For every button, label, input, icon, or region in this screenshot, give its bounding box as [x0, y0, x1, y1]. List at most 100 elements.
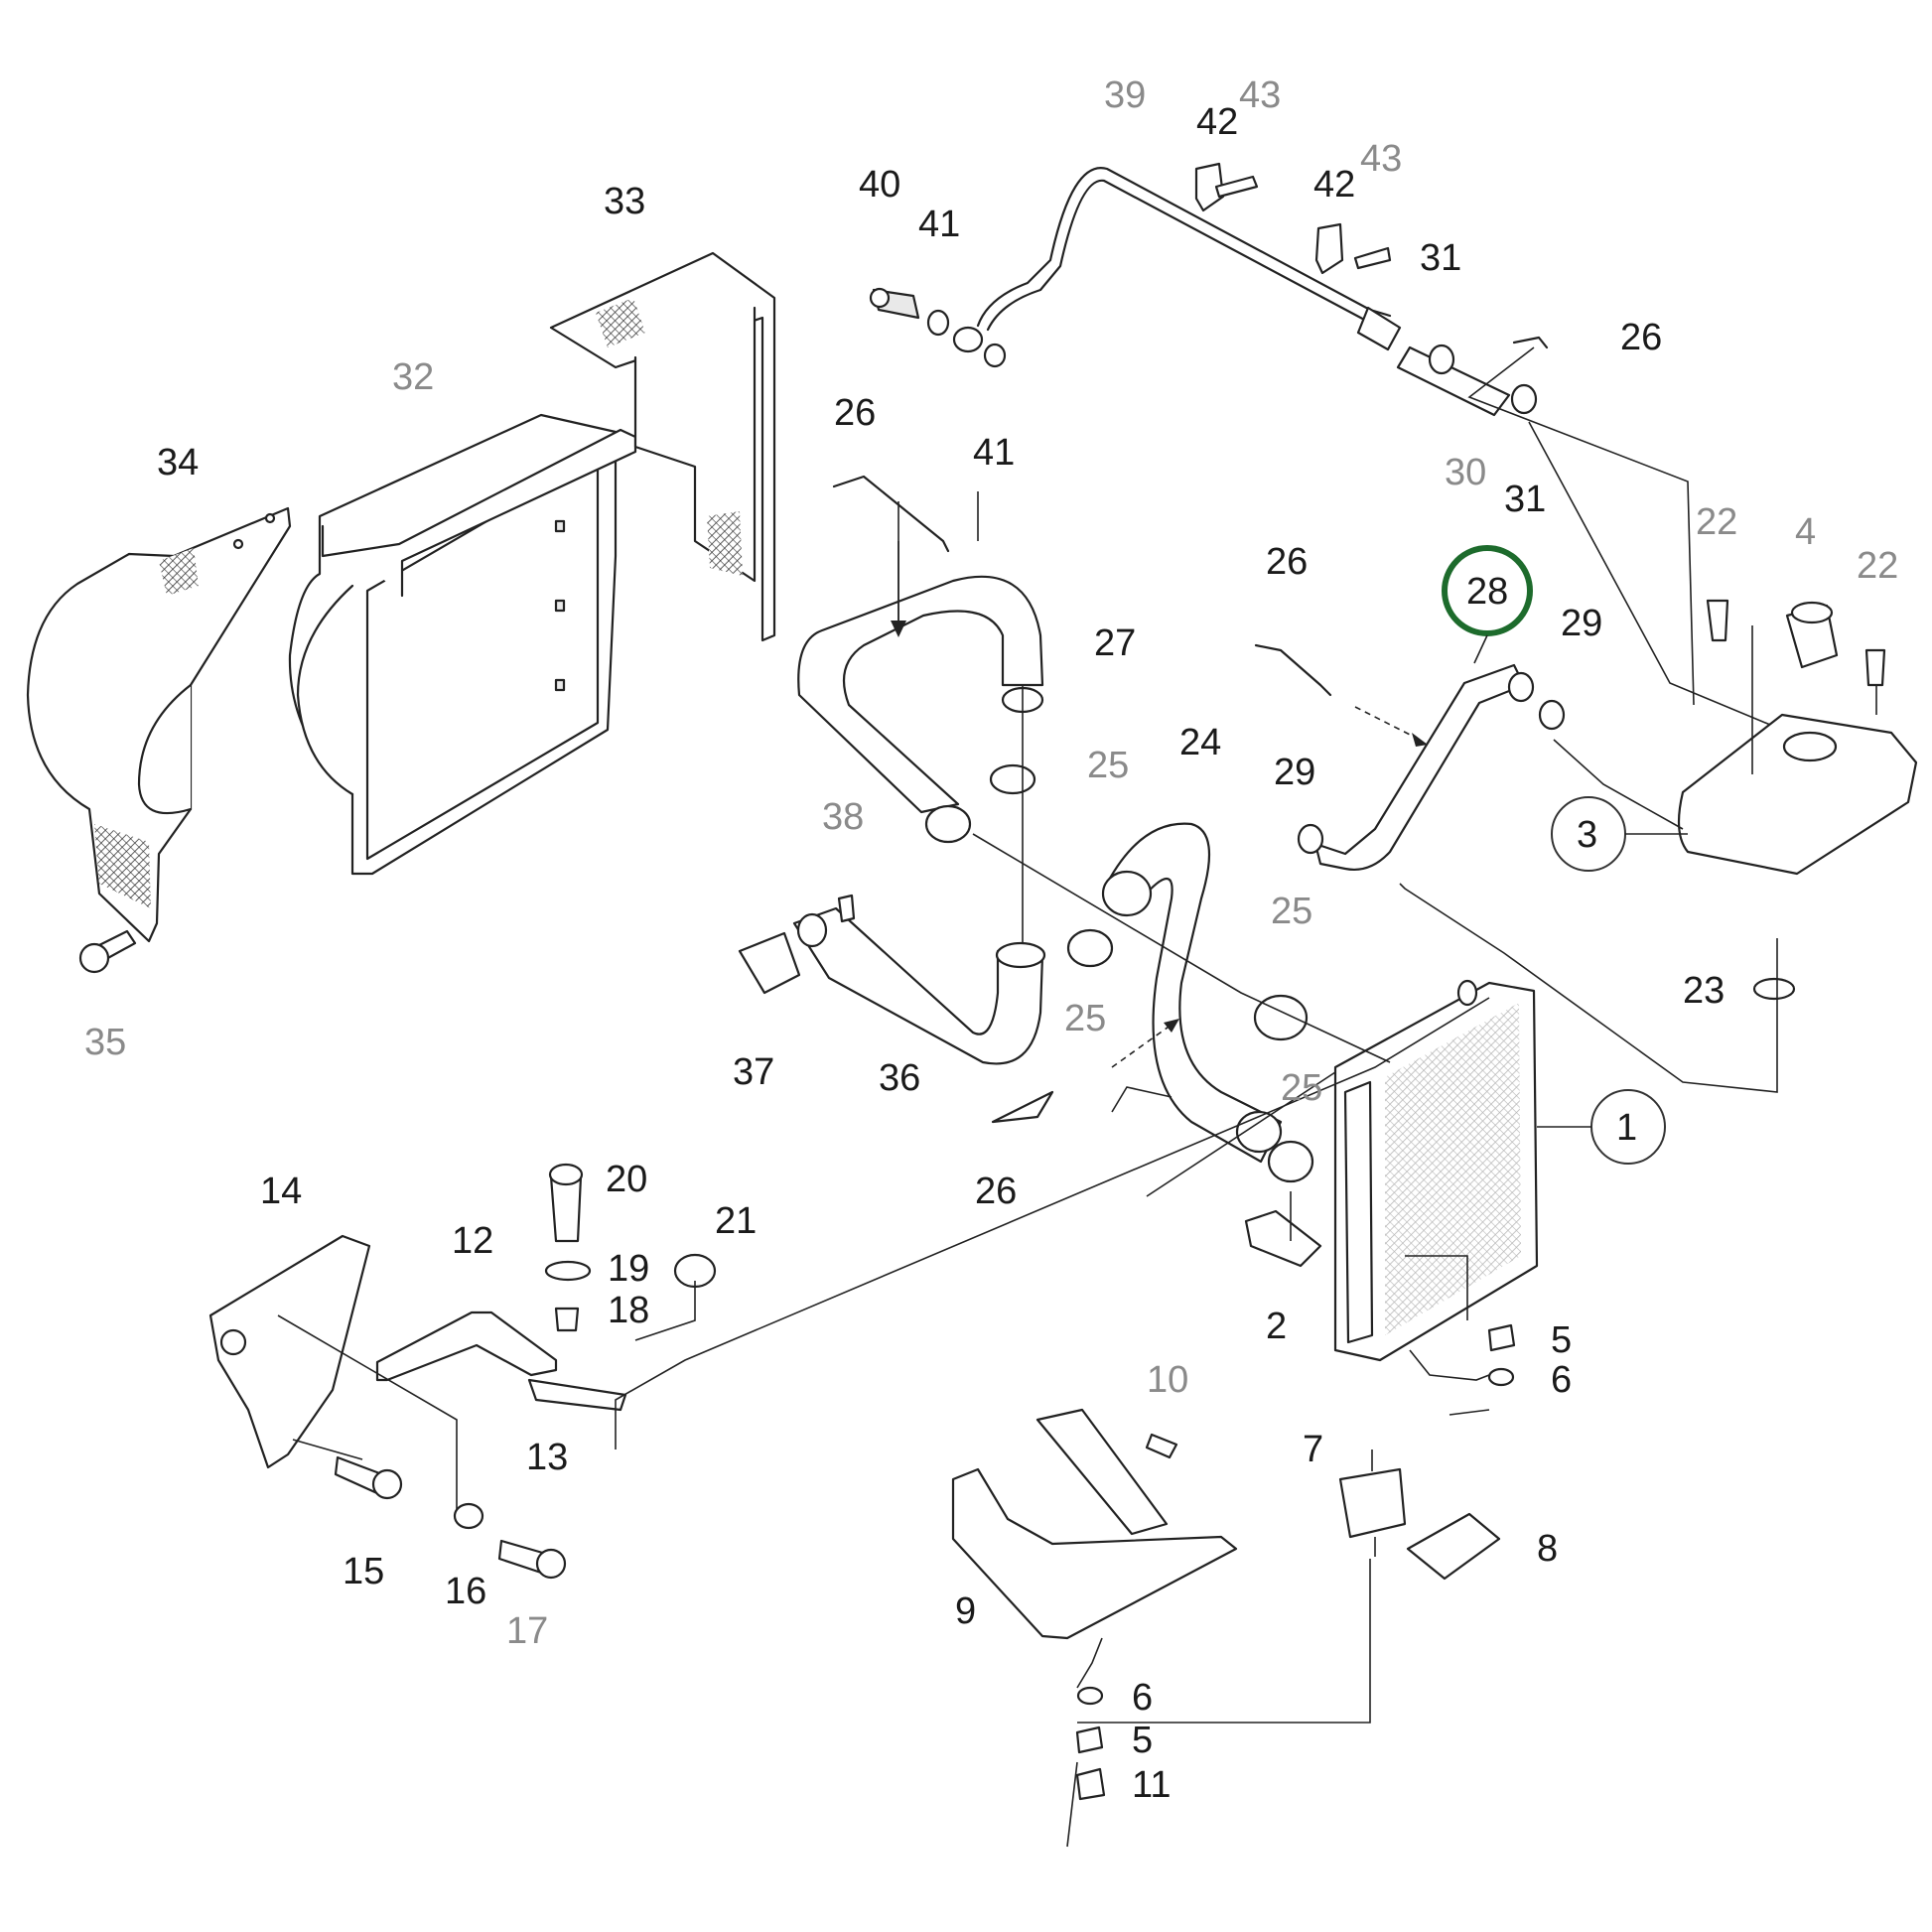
part-19-washer[interactable] — [544, 1260, 592, 1282]
label-3[interactable]: 3 — [1577, 814, 1597, 856]
part-39-pipe[interactable] — [976, 167, 1392, 332]
part-4-filler-cap[interactable] — [1785, 601, 1839, 669]
label-5b[interactable]: 5 — [1132, 1720, 1153, 1761]
label-8[interactable]: 8 — [1537, 1528, 1558, 1570]
part-7-rubber-mount[interactable] — [1338, 1449, 1407, 1557]
label-32[interactable]: 32 — [392, 356, 434, 398]
label-5a[interactable]: 5 — [1551, 1319, 1572, 1361]
label-1[interactable]: 1 — [1616, 1107, 1637, 1149]
label-20[interactable]: 20 — [606, 1159, 647, 1200]
part-15-bolt[interactable] — [334, 1455, 403, 1500]
label-10[interactable]: 10 — [1147, 1359, 1188, 1401]
part-35-bolt[interactable] — [78, 929, 137, 974]
label-42a[interactable]: 42 — [1196, 101, 1238, 143]
label-26a[interactable]: 26 — [834, 392, 876, 434]
label-30[interactable]: 30 — [1445, 452, 1486, 493]
label-37[interactable]: 37 — [733, 1051, 774, 1093]
part-41-seal[interactable] — [926, 309, 1007, 368]
label-19[interactable]: 19 — [608, 1248, 649, 1290]
part-8-clip[interactable] — [1406, 1512, 1501, 1581]
label-31b[interactable]: 31 — [1504, 479, 1546, 520]
label-26b[interactable]: 26 — [1266, 541, 1308, 583]
label-12[interactable]: 12 — [452, 1220, 493, 1262]
label-13[interactable]: 13 — [526, 1437, 568, 1478]
label-22b[interactable]: 22 — [1857, 545, 1898, 587]
part-1-radiator[interactable] — [1333, 979, 1539, 1362]
part-33-mounting-bracket[interactable] — [549, 251, 776, 642]
label-35[interactable]: 35 — [84, 1022, 126, 1063]
label-6b[interactable]: 6 — [1132, 1677, 1153, 1719]
part-38-bolt[interactable] — [837, 894, 856, 923]
label-2[interactable]: 2 — [1266, 1306, 1287, 1347]
part-28-radiator-hose[interactable] — [1313, 663, 1535, 871]
part-2-drain-fitting[interactable] — [1244, 1209, 1322, 1268]
label-15[interactable]: 15 — [343, 1551, 384, 1592]
part-labels: 1 2 3 4 5 5 6 6 7 8 9 10 11 12 13 14 15 … — [84, 74, 1898, 1806]
label-38[interactable]: 38 — [822, 796, 864, 838]
label-7[interactable]: 7 — [1303, 1429, 1323, 1470]
part-17-bolt[interactable] — [497, 1539, 567, 1580]
label-34[interactable]: 34 — [157, 442, 199, 483]
part-16-washer[interactable] — [453, 1502, 484, 1530]
label-42b[interactable]: 42 — [1313, 164, 1355, 206]
label-28[interactable]: 28 — [1466, 571, 1508, 613]
part-23-seal[interactable] — [1752, 977, 1796, 1001]
part-9-support-frame[interactable] — [951, 1408, 1238, 1640]
part-34-shroud-cover[interactable] — [26, 506, 292, 943]
part-31-clamp[interactable] — [1428, 344, 1538, 415]
part-24-lower-hose[interactable] — [1101, 822, 1283, 1164]
part-10-bolt[interactable] — [1145, 1433, 1178, 1459]
label-39[interactable]: 39 — [1104, 74, 1146, 116]
label-9[interactable]: 9 — [955, 1590, 976, 1632]
label-25d[interactable]: 25 — [1281, 1067, 1322, 1109]
label-25b[interactable]: 25 — [1064, 998, 1106, 1039]
label-36[interactable]: 36 — [879, 1057, 920, 1099]
label-23[interactable]: 23 — [1683, 970, 1725, 1012]
label-33[interactable]: 33 — [604, 181, 645, 222]
label-29b[interactable]: 29 — [1561, 603, 1602, 644]
part-12-bracket[interactable] — [375, 1311, 558, 1382]
part-20-bolt[interactable] — [548, 1163, 584, 1243]
label-40[interactable]: 40 — [859, 164, 900, 206]
part-13-plate[interactable] — [527, 1378, 627, 1412]
label-4[interactable]: 4 — [1795, 511, 1816, 553]
label-21[interactable]: 21 — [715, 1200, 757, 1242]
label-27[interactable]: 27 — [1094, 622, 1136, 664]
part-32-fan-shroud[interactable] — [288, 413, 637, 876]
label-29a[interactable]: 29 — [1274, 752, 1315, 793]
part-27-upper-hose[interactable] — [797, 575, 1044, 844]
label-14[interactable]: 14 — [260, 1171, 302, 1212]
part-29-hose-clamp[interactable] — [1297, 699, 1566, 855]
part-5-nut[interactable] — [1075, 1323, 1516, 1754]
label-26d[interactable]: 26 — [975, 1171, 1017, 1212]
part-36-outlet-pipe[interactable] — [792, 906, 1046, 1065]
part-37-gasket[interactable] — [738, 931, 801, 995]
label-43b[interactable]: 43 — [1360, 138, 1402, 180]
label-16[interactable]: 16 — [445, 1571, 486, 1612]
part-25-hose-clamp[interactable] — [989, 763, 1314, 1183]
label-25c[interactable]: 25 — [1271, 891, 1312, 932]
label-18[interactable]: 18 — [608, 1290, 649, 1331]
part-18-spacer[interactable] — [554, 1307, 580, 1332]
part-30-hose-sleeve[interactable] — [1356, 306, 1511, 417]
label-26c[interactable]: 26 — [1620, 317, 1662, 358]
part-26-hose-tag[interactable] — [832, 336, 1549, 1124]
label-22a[interactable]: 22 — [1696, 501, 1737, 543]
label-41a[interactable]: 41 — [918, 204, 960, 245]
label-41b[interactable]: 41 — [973, 432, 1015, 474]
part-6-washer[interactable] — [1076, 1367, 1515, 1706]
label-43a[interactable]: 43 — [1239, 74, 1281, 116]
part-40-fitting[interactable] — [869, 287, 920, 320]
part-3-expansion-tank[interactable] — [1677, 713, 1918, 876]
label-17[interactable]: 17 — [506, 1610, 548, 1652]
part-22-screw[interactable] — [1706, 599, 1886, 687]
part-43-screw[interactable] — [1214, 175, 1392, 270]
label-11[interactable]: 11 — [1132, 1764, 1171, 1806]
label-24[interactable]: 24 — [1179, 722, 1221, 763]
part-42-clip[interactable] — [1194, 162, 1344, 275]
label-6a[interactable]: 6 — [1551, 1359, 1572, 1401]
label-25a[interactable]: 25 — [1087, 745, 1129, 786]
part-14-bracket[interactable] — [208, 1234, 371, 1469]
part-11-nut[interactable] — [1075, 1767, 1106, 1801]
label-31a[interactable]: 31 — [1420, 237, 1461, 279]
